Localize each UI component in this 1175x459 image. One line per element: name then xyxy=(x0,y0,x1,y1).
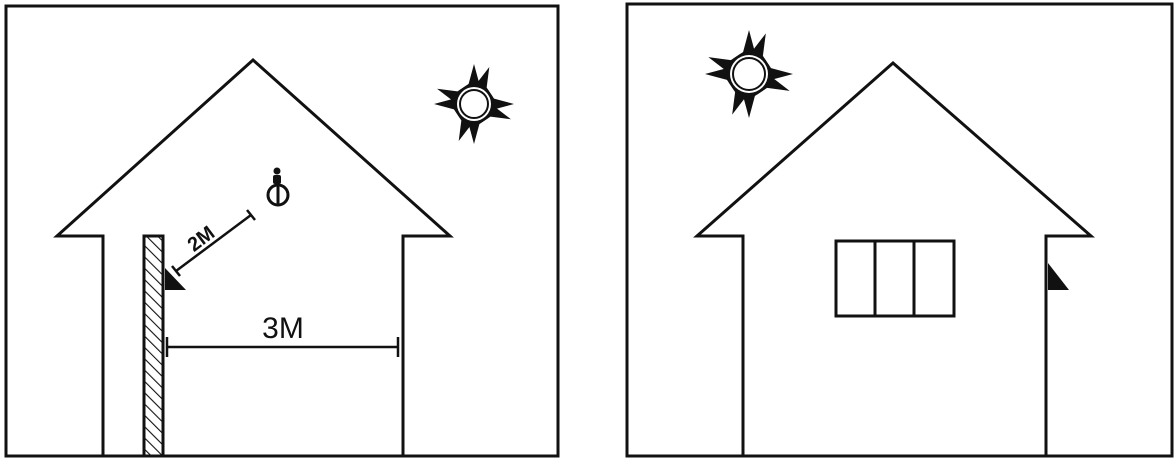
light-bulb-icon xyxy=(268,168,288,206)
hatched-wall xyxy=(144,236,163,456)
right-panel xyxy=(627,4,1172,456)
left-house-outline xyxy=(57,60,450,456)
sun-icon xyxy=(422,52,527,157)
label-2m: 2M xyxy=(184,222,219,256)
left-panel: 2M 3M xyxy=(6,6,558,456)
right-panel-frame xyxy=(627,4,1172,456)
sensor-icon-right xyxy=(1048,263,1069,290)
right-house-outline xyxy=(697,63,1091,456)
label-3m: 3M xyxy=(262,312,304,345)
sun-icon-right xyxy=(692,17,807,132)
window xyxy=(836,241,954,316)
